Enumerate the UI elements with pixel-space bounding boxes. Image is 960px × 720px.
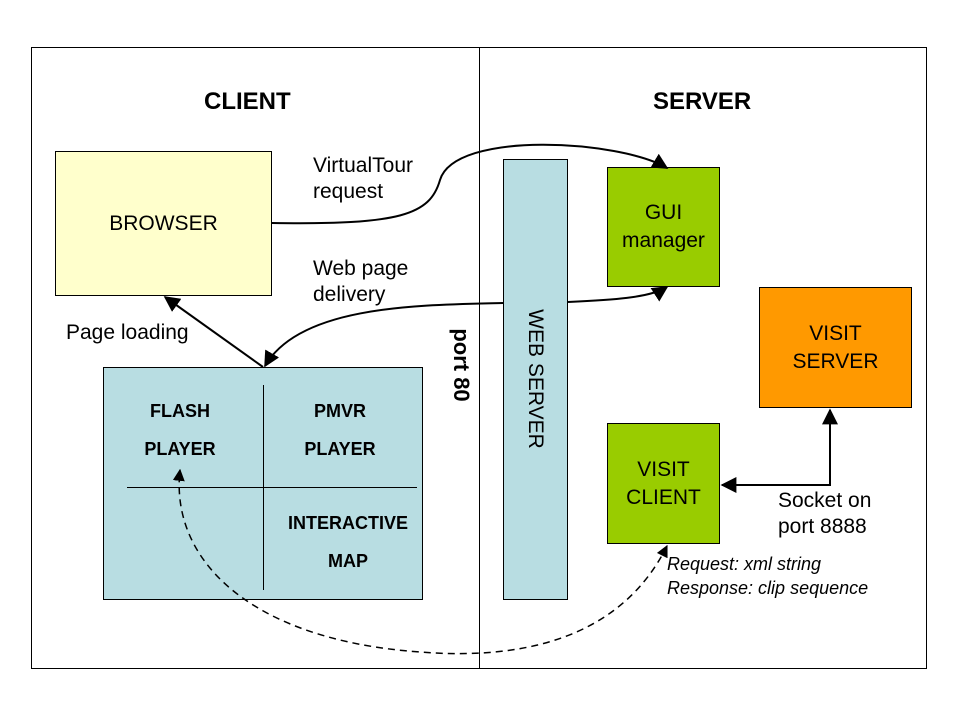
visit-server-box: VISIT SERVER [759, 287, 912, 408]
page-loading-label: Page loading [66, 321, 189, 344]
request-xml-label: Request: xml string [667, 554, 822, 574]
flash-player-label: FLASH PLAYER [125, 392, 235, 468]
response-clip-label: Response: clip sequence [667, 578, 869, 598]
page-loading-arrow [163, 296, 264, 368]
virtualtour-request-arrow [271, 143, 669, 225]
flash-visit-client-dashed-arrow [172, 468, 668, 655]
pmvr-player-label: PMVR PLAYER [285, 392, 395, 468]
client-heading: CLIENT [204, 88, 291, 115]
web-page-delivery-line2: delivery [313, 283, 386, 306]
web-page-delivery-line1: Web page [313, 257, 409, 280]
gui-manager-label-line2: manager [622, 229, 705, 252]
flash-player-label-line2: PLAYER [144, 439, 216, 459]
socket-arrow-line [722, 408, 838, 486]
socket-label: Socket on port 8888 [778, 488, 871, 540]
virtualtour-request-label: VirtualTour request [313, 153, 413, 205]
client-server-divider [479, 47, 480, 669]
gui-manager-label-line1: GUI [644, 201, 683, 224]
visit-server-label-line2: SERVER [792, 349, 879, 373]
virtualtour-request-line1: VirtualTour [313, 154, 413, 177]
pmvr-player-label-line2: PLAYER [304, 439, 376, 459]
web-page-delivery-label: Web page delivery [313, 256, 408, 308]
visit-server-label-line1: VISIT [809, 321, 862, 345]
web-page-delivery-arrow [264, 302, 504, 368]
browser-label: BROWSER [109, 211, 218, 235]
virtualtour-request-line2: request [313, 180, 384, 203]
flash-player-label-line1: FLASH [150, 401, 210, 421]
webserver-gui-arrow [567, 286, 669, 303]
browser-box: BROWSER [55, 151, 272, 296]
socket-label-line1: Socket on [778, 489, 872, 512]
pmvr-player-label-line1: PMVR [313, 401, 366, 421]
socket-label-line2: port 8888 [778, 515, 867, 538]
server-heading: SERVER [653, 88, 752, 115]
